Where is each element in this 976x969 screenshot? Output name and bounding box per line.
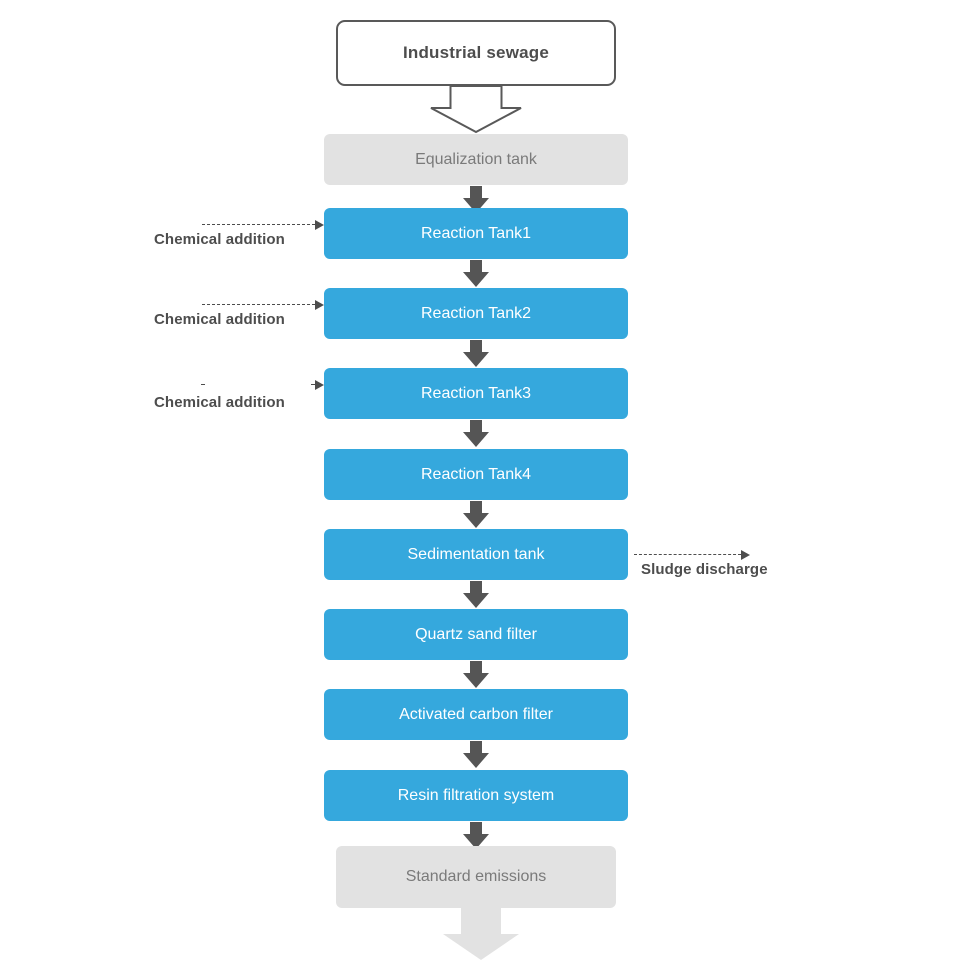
node-standard-emissions[interactable]: Standard emissions — [336, 846, 616, 908]
sludge-discharge-line — [634, 554, 741, 555]
arrow-down-icon — [463, 661, 489, 688]
node-resin-filtration-system[interactable]: Resin filtration system — [324, 770, 628, 821]
hollow-arrow-icon — [425, 85, 527, 134]
node-label: Quartz sand filter — [415, 625, 537, 643]
node-label: Activated carbon filter — [399, 705, 553, 723]
chemical-addition-3-label: Chemical addition — [154, 394, 285, 411]
node-label: Resin filtration system — [397, 786, 555, 804]
sludge-discharge-label: Sludge discharge — [641, 561, 768, 578]
node-label: Reaction Tank3 — [421, 384, 531, 402]
node-equalization-tank[interactable]: Equalization tank — [324, 134, 628, 185]
chemical-addition-1-arrowhead — [315, 220, 324, 230]
node-reaction-tank-4[interactable]: Reaction Tank4 — [324, 449, 628, 500]
arrow-down-icon — [463, 260, 489, 287]
node-sedimentation-tank[interactable]: Sedimentation tank — [324, 529, 628, 580]
node-label: Reaction Tank1 — [421, 224, 531, 242]
arrow-down-icon — [463, 501, 489, 528]
chemical-addition-2-label: Chemical addition — [154, 311, 285, 328]
chemical-addition-3-line-stub-left — [201, 384, 205, 385]
node-label: Equalization tank — [415, 150, 537, 168]
chemical-addition-3-line-stub-right — [311, 384, 315, 385]
node-label: Industrial sewage — [402, 42, 550, 62]
node-industrial-sewage[interactable]: Industrial sewage — [336, 20, 616, 86]
node-label: Sedimentation tank — [407, 545, 545, 563]
arrow-down-icon — [463, 420, 489, 447]
chemical-addition-2-line — [202, 304, 315, 305]
node-label: Reaction Tank4 — [421, 465, 531, 483]
node-label: Reaction Tank2 — [421, 304, 531, 322]
arrow-down-icon — [463, 581, 489, 608]
node-reaction-tank-3[interactable]: Reaction Tank3 — [324, 368, 628, 419]
node-quartz-sand-filter[interactable]: Quartz sand filter — [324, 609, 628, 660]
chemical-addition-3-arrowhead — [315, 380, 324, 390]
node-label: Standard emissions — [405, 868, 547, 886]
chemical-addition-1-label: Chemical addition — [154, 231, 285, 248]
node-activated-carbon-filter[interactable]: Activated carbon filter — [324, 689, 628, 740]
arrow-down-icon — [463, 741, 489, 768]
outflow-arrow-icon — [436, 907, 526, 962]
arrow-down-icon — [463, 822, 489, 849]
sludge-discharge-arrowhead — [741, 550, 750, 560]
node-reaction-tank-2[interactable]: Reaction Tank2 — [324, 288, 628, 339]
chemical-addition-1-line — [202, 224, 315, 225]
chemical-addition-2-arrowhead — [315, 300, 324, 310]
arrow-down-icon — [463, 340, 489, 367]
node-reaction-tank-1[interactable]: Reaction Tank1 — [324, 208, 628, 259]
